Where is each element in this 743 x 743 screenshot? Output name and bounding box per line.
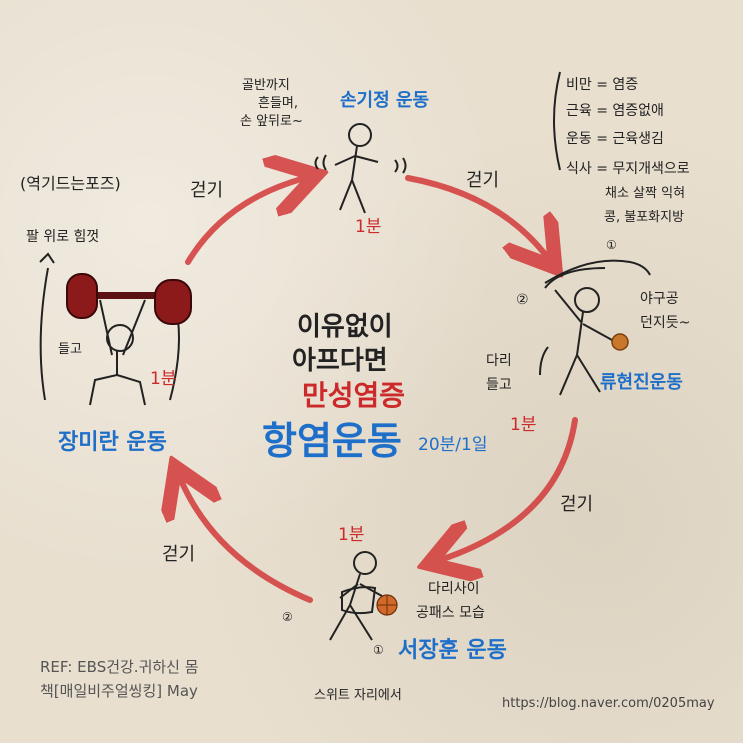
legend-line-1: 비만 = 염증 bbox=[566, 77, 639, 93]
jang-note-1: (역기드는포즈) bbox=[20, 174, 121, 193]
dribbler-figure bbox=[329, 551, 383, 641]
ryu-note-1: 야구공 bbox=[640, 291, 679, 307]
ryu-note-2: 던지듯~ bbox=[640, 315, 691, 331]
center-line-3: 만성염증 bbox=[302, 379, 406, 412]
center-line-2: 아프다면 bbox=[292, 346, 388, 376]
seo-note-1: 다리사이 bbox=[428, 581, 480, 597]
runner-figure bbox=[314, 123, 407, 214]
walk-label-2: 걷기 bbox=[466, 170, 500, 191]
ryu-leg-1: 다리 bbox=[486, 353, 512, 369]
son-note-3: 손 앞뒤로~ bbox=[240, 114, 303, 129]
ref-line-1: REF: EBS건강.귀하신 몸 bbox=[40, 658, 199, 676]
ryu-name: 류현진운동 bbox=[600, 372, 683, 393]
barbell-plate-right bbox=[154, 279, 192, 325]
center-line-1: 이유없이 bbox=[297, 312, 393, 342]
son-note-1: 골반까지 bbox=[242, 78, 290, 93]
son-note-2: 흔들며, bbox=[258, 96, 299, 111]
legend-bracket bbox=[553, 71, 561, 171]
barbell-bar bbox=[70, 292, 188, 299]
arrow-ryu-to-seo bbox=[440, 417, 578, 560]
jang-note-2: 팔 위로 힘껏 bbox=[26, 229, 100, 245]
seo-note-2: 공패스 모습 bbox=[416, 605, 485, 621]
seo-note-3: 스위트 자리에서 bbox=[314, 688, 402, 703]
center-duration: 20분/1일 bbox=[418, 435, 488, 455]
ref-line-2: 책[매일비주얼씽킹] May bbox=[40, 682, 198, 700]
legend-line-2: 근육 = 염증없애 bbox=[566, 103, 664, 119]
ryu-duration: 1분 bbox=[510, 415, 537, 435]
seo-duration: 1분 bbox=[338, 525, 365, 545]
arrow-seo-to-jang bbox=[180, 478, 313, 603]
legend-line-6: 콩, 불포화지방 bbox=[604, 210, 685, 225]
legend-line-4: 식사 = 무지개색으로 bbox=[566, 161, 690, 177]
seo-name: 서장훈 운동 bbox=[398, 638, 507, 663]
ryu-step-1: ① bbox=[606, 238, 617, 252]
jang-duration: 1분 bbox=[150, 369, 177, 389]
barbell-plate-left bbox=[66, 273, 98, 319]
legend-line-5: 채소 살짝 익혀 bbox=[605, 186, 686, 201]
blog-url: https://blog.naver.com/0205may bbox=[502, 696, 715, 711]
jang-name: 장미란 운동 bbox=[58, 430, 167, 455]
walk-label-1: 걷기 bbox=[190, 180, 224, 201]
walk-label-4: 걷기 bbox=[162, 544, 196, 565]
arrow-son-to-ryu bbox=[405, 175, 548, 258]
weightlifter-figure bbox=[39, 252, 180, 406]
ryu-step-2: ② bbox=[516, 292, 529, 308]
legend-line-3: 운동 = 근육생김 bbox=[566, 131, 664, 147]
seo-step-1: ① bbox=[373, 643, 384, 657]
seo-step-2: ② bbox=[282, 610, 293, 624]
pitcher-figure bbox=[539, 259, 651, 396]
walk-label-3: 걷기 bbox=[560, 494, 594, 515]
son-name: 손기정 운동 bbox=[340, 90, 430, 111]
son-duration: 1분 bbox=[355, 217, 382, 237]
glove bbox=[611, 333, 629, 351]
arrow-jang-to-son bbox=[185, 178, 305, 265]
jang-note-3: 들고 bbox=[58, 342, 82, 357]
ryu-leg-2: 들고 bbox=[486, 377, 512, 393]
center-line-4: 항염운동 bbox=[262, 419, 402, 463]
